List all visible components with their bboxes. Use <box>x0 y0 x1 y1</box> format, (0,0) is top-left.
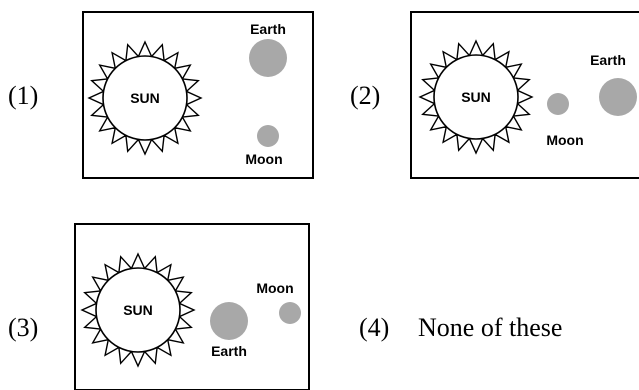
earth-circle <box>249 39 287 77</box>
option-3-sun: SUN <box>80 252 196 368</box>
earth-label: Earth <box>590 52 626 68</box>
option-4-text: None of these <box>418 313 562 342</box>
earth-circle <box>210 302 248 340</box>
option-3[interactable]: (3) SUN Earth Moon <box>8 223 310 390</box>
moon-circle <box>257 125 279 147</box>
option-3-number: (3) <box>8 313 38 342</box>
option-4[interactable]: (4) None of these <box>359 313 562 342</box>
option-4-number: (4) <box>359 313 389 342</box>
sun-disc <box>102 55 188 141</box>
sun-label: SUN <box>130 90 160 106</box>
moon-label: Moon <box>256 280 293 296</box>
option-2-sun: SUN <box>418 39 534 155</box>
sun-disc <box>433 54 519 140</box>
moon-circle <box>547 93 569 115</box>
option-1-sun: SUN <box>87 40 203 156</box>
moon-label: Moon <box>546 132 583 148</box>
option-1[interactable]: (1) SUN Earth Moon <box>8 11 314 179</box>
sun-disc <box>95 267 181 353</box>
sun-label: SUN <box>123 302 153 318</box>
option-1-number: (1) <box>8 81 38 110</box>
sun-label: SUN <box>461 89 491 105</box>
earth-circle <box>599 78 637 116</box>
earth-label: Earth <box>250 21 286 37</box>
option-2[interactable]: (2) SUN Moon Earth <box>350 11 639 179</box>
moon-label: Moon <box>245 151 282 167</box>
option-2-number: (2) <box>350 81 380 110</box>
moon-circle <box>279 302 301 324</box>
earth-label: Earth <box>211 343 247 359</box>
